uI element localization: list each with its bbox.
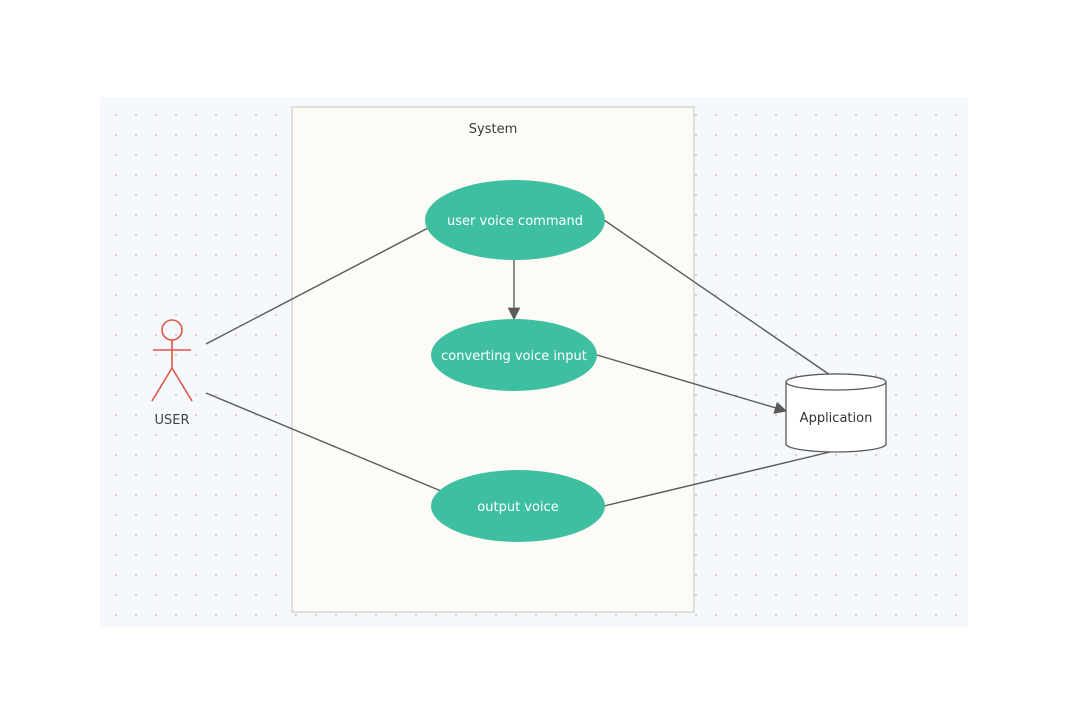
use-case-converting-voice-input[interactable]: converting voice input [431, 319, 597, 391]
use-case-user-voice-command[interactable]: user voice command [425, 180, 605, 260]
actor-user[interactable]: USER [151, 319, 193, 428]
association-output-voice-application[interactable] [603, 451, 831, 507]
use-case-ellipse [431, 319, 597, 391]
association-user-voice-command[interactable] [205, 227, 429, 345]
system-title: System [469, 122, 517, 137]
stick-figure-icon [151, 319, 193, 402]
use-case-label: converting voice input [441, 349, 587, 364]
arrow-converting-to-application[interactable] [596, 354, 788, 414]
use-case-label: output voice [477, 500, 558, 515]
application-label: Application [800, 411, 873, 426]
use-case-ellipse [425, 180, 605, 260]
use-case-ellipse [431, 470, 605, 542]
application-database[interactable]: Application [785, 373, 887, 453]
use-case-output-voice[interactable]: output voice [431, 470, 605, 542]
database-icon [785, 373, 887, 453]
association-voice-command-application[interactable] [603, 219, 831, 376]
use-case-label: user voice command [447, 214, 583, 229]
association-user-output-voice[interactable] [205, 392, 442, 492]
actor-label: USER [154, 413, 189, 428]
